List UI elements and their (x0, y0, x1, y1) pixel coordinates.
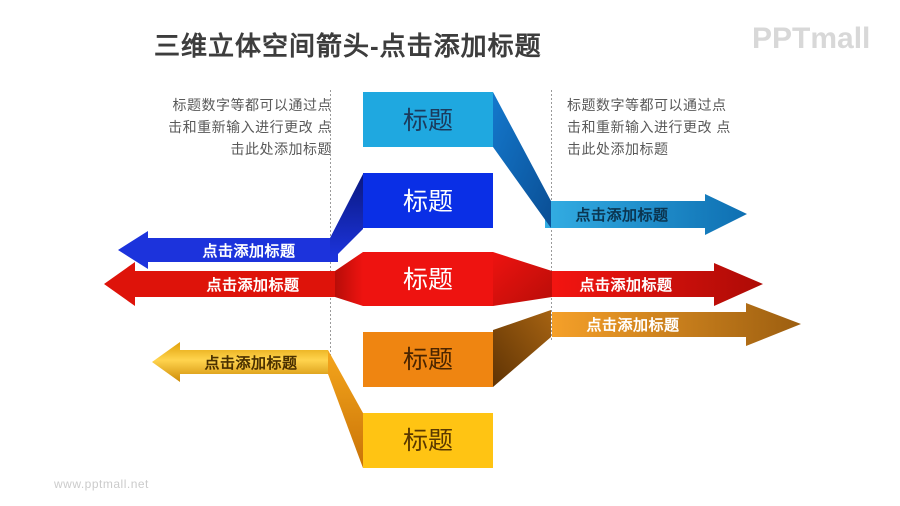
slide-title[interactable]: 三维立体空间箭头-点击添加标题 (154, 31, 542, 61)
title-box-3-label[interactable]: 标题 (403, 266, 453, 294)
ribbon-fold-lightblue (493, 92, 551, 228)
note-placeholder-right[interactable]: 标题数字等都可以通过点 击和重新输入进行更改 点 击此处添加标题 (567, 94, 777, 160)
ribbon-fold-blue (330, 174, 363, 262)
title-box-2-label[interactable]: 标题 (403, 188, 453, 216)
ribbon-fold-orange (493, 310, 551, 387)
arrow-left-red-label[interactable]: 点击添加标题 (206, 276, 300, 294)
title-box-3[interactable] (363, 252, 493, 306)
title-box-5-label[interactable]: 标题 (403, 427, 453, 455)
note-placeholder-left[interactable]: 标题数字等都可以通过点 击和重新输入进行更改 点 击此处添加标题 (132, 94, 332, 160)
arrow-right-orange[interactable] (552, 303, 801, 346)
note-line: 击和重新输入进行更改 点 (567, 119, 731, 135)
arrow-right-lightblue-label[interactable]: 点击添加标题 (575, 206, 669, 224)
title-box-5[interactable] (363, 413, 493, 468)
red-wing-left (335, 252, 363, 306)
note-line: 击此处添加标题 (567, 141, 669, 157)
arrow-left-yellow-label[interactable]: 点击添加标题 (204, 354, 298, 372)
title-box-1-label[interactable]: 标题 (403, 107, 453, 135)
watermark: www.pptmall.net (54, 477, 149, 491)
arrow-left-red[interactable] (104, 262, 363, 306)
note-line: 标题数字等都可以通过点 (172, 97, 332, 113)
red-wing-right (493, 252, 552, 306)
arrow-right-lightblue[interactable] (545, 194, 747, 235)
arrow-right-red-label[interactable]: 点击添加标题 (579, 276, 673, 294)
title-box-4[interactable] (363, 332, 493, 387)
note-line: 击此处添加标题 (230, 141, 332, 157)
ribbon-fold-yellow (328, 350, 363, 468)
title-box-4-label[interactable]: 标题 (403, 346, 453, 374)
arrow-left-yellow[interactable] (152, 342, 328, 382)
note-line: 击和重新输入进行更改 点 (168, 119, 332, 135)
title-box-2[interactable] (363, 173, 493, 228)
pptmall-logo: PPTmall (752, 22, 871, 55)
arrow-left-blue-label[interactable]: 点击添加标题 (202, 242, 296, 260)
note-line: 标题数字等都可以通过点 (567, 97, 727, 113)
arrow-right-orange-label[interactable]: 点击添加标题 (586, 316, 680, 334)
title-box-1[interactable] (363, 92, 493, 147)
arrow-left-blue[interactable] (118, 231, 338, 269)
arrow-right-red[interactable] (552, 263, 763, 306)
